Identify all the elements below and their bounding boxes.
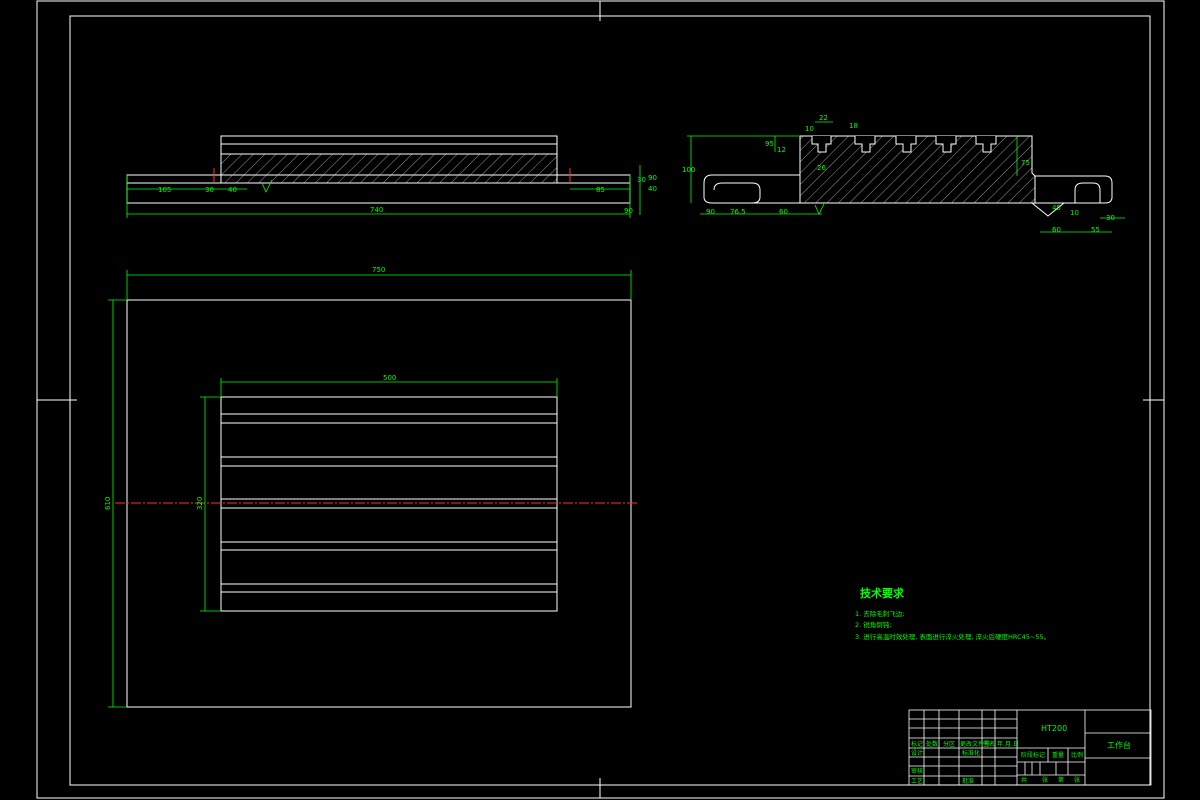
tb-label-signature: 签名	[983, 740, 995, 748]
tb-label-count: 处数	[926, 740, 938, 748]
side-dim-765: 76.5	[730, 208, 746, 216]
front-surface-symbol	[261, 179, 273, 193]
tech-requirements-title: 技术要求	[860, 586, 905, 600]
side-dim-60b: 60	[1052, 226, 1061, 234]
side-dim-100: 100	[682, 166, 695, 174]
tb-label-date: 年.月.日	[997, 740, 1019, 748]
front-dim-40b: 40	[648, 185, 657, 193]
front-dim-90: 90	[648, 174, 657, 182]
side-tslot-1	[811, 136, 832, 153]
side-dim-75: 75	[1021, 159, 1030, 167]
front-dim-40: 40	[228, 186, 237, 194]
side-dim-12: 12	[777, 146, 786, 154]
sheet-frame	[36, 0, 1165, 799]
side-left-flange	[703, 174, 800, 204]
tb-label-sheet: 张	[1042, 776, 1048, 784]
top-dim-320: 320	[196, 497, 204, 510]
side-vee	[1031, 202, 1065, 217]
inner-border	[69, 15, 1151, 786]
tb-label-sheet-no: 第	[1058, 776, 1064, 784]
tech-requirement-2: 2. 锐角倒钝;	[855, 620, 891, 629]
title-block-frame	[908, 709, 1152, 786]
side-dim-55: 55	[1091, 226, 1100, 234]
front-dim-30b: 30	[637, 176, 646, 184]
side-right-flange	[1035, 175, 1113, 204]
tb-label-approve: 批准	[962, 777, 974, 785]
side-tslot-4	[935, 136, 957, 153]
side-dim-30: 30	[1106, 214, 1115, 222]
side-view: 22 18 10 26 95 12 100 90 76.5 60 75 45 6…	[682, 114, 1125, 234]
front-dim-740: 740	[370, 206, 383, 214]
title-block-material: HT200	[1041, 724, 1067, 733]
tb-label-sheet2: 张	[1074, 776, 1080, 784]
side-dim-60: 60	[779, 208, 788, 216]
tb-label-design: 设计	[911, 749, 923, 757]
side-right-slot	[1074, 182, 1101, 203]
tb-label-scale: 比例	[1071, 751, 1083, 759]
outer-border	[36, 0, 1165, 799]
front-dim-85: 85	[596, 186, 605, 194]
tb-label-standardize: 标准化	[962, 749, 980, 757]
side-tslot-5	[975, 136, 997, 153]
side-dim-95: 95	[765, 140, 774, 148]
top-dim-610: 610	[104, 497, 112, 510]
tb-label-marks: 标记	[911, 740, 923, 748]
top-dim-750: 750	[372, 266, 385, 274]
side-dim-22: 22	[819, 114, 828, 122]
side-dim-18: 18	[849, 122, 858, 130]
tb-label-weight: 重量	[1052, 751, 1064, 759]
front-dim-90b: 90	[624, 207, 633, 215]
front-dim-105: 105	[158, 186, 171, 194]
tech-requirements: 技术要求 1. 去除毛刺飞边; 2. 锐角倒钝; 3. 进行高温时效处理, 表面…	[855, 586, 1050, 641]
top-dim-500: 500	[383, 374, 396, 382]
side-dim-10a: 10	[805, 125, 814, 133]
front-hatch-area	[220, 153, 558, 184]
side-dim-90: 90	[706, 208, 715, 216]
tb-label-stage-mark: 阶段标记	[1021, 751, 1045, 759]
tech-requirement-1: 1. 去除毛刺飞边;	[855, 609, 904, 618]
tb-label-review: 审核	[911, 767, 923, 775]
title-block-part-name: 工作台	[1107, 740, 1131, 750]
top-view: 750 610 500 320	[104, 266, 637, 708]
top-inner-rect	[220, 396, 558, 612]
side-dim-45: 45	[1052, 204, 1061, 212]
tb-label-change-doc: 更改文件号	[960, 740, 990, 748]
tech-requirement-3: 3. 进行高温时效处理, 表面进行淬火处理, 淬火后硬度HRC45~55。	[855, 632, 1050, 641]
tb-label-zone: 分区	[943, 740, 955, 748]
side-tslot-2	[854, 136, 876, 153]
tb-label-sheets-total: 共	[1021, 776, 1027, 784]
side-surface-symbol	[814, 201, 826, 215]
front-dim-30: 30	[205, 186, 214, 194]
side-dim-10b: 10	[1070, 209, 1079, 217]
tb-label-process: 工艺	[911, 777, 923, 785]
side-left-slot	[713, 182, 761, 204]
title-block: HT200 工作台 标记 处数 分区 更改文件号 签名 年.月.日 设计 标准化…	[908, 709, 1152, 786]
side-tslot-3	[895, 136, 917, 153]
front-view: 105 30 40 740 85 90 30 40 90	[126, 135, 657, 218]
front-top-plate	[220, 135, 558, 155]
side-hatch-body	[799, 135, 1036, 204]
side-dim-26: 26	[817, 164, 826, 172]
